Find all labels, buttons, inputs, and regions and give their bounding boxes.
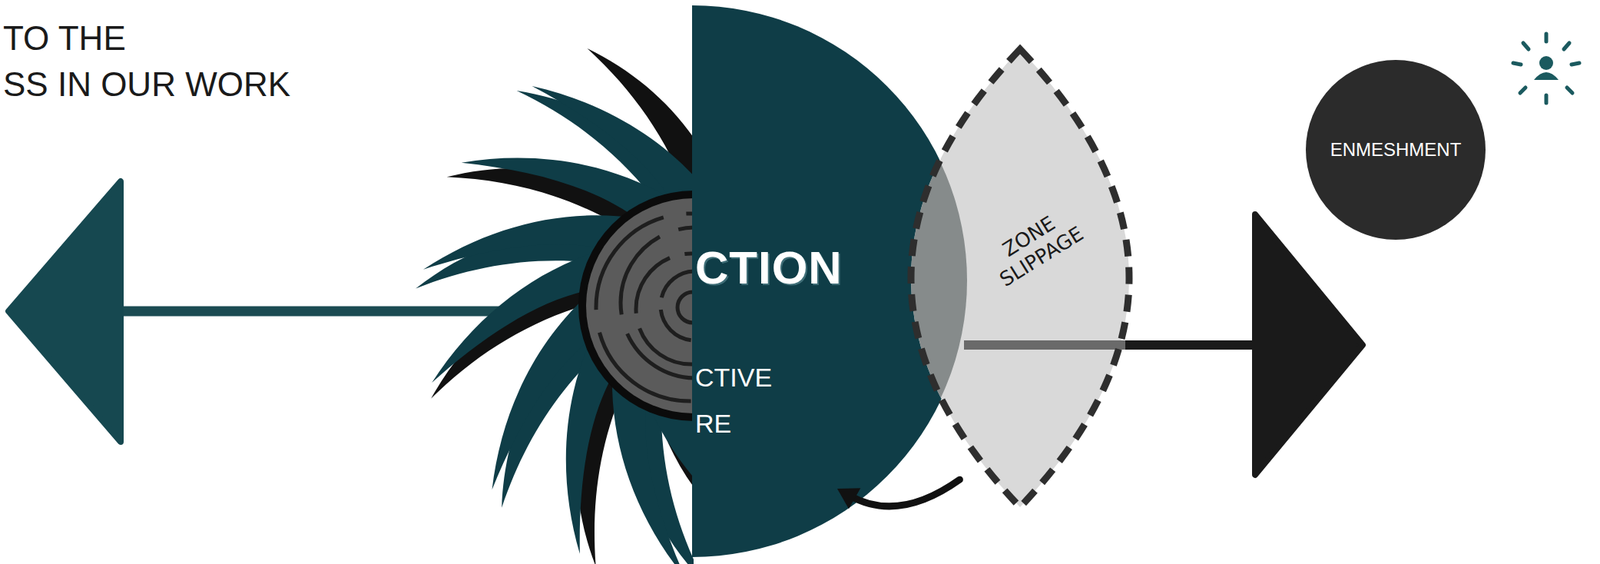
left-arrow-head bbox=[8, 181, 121, 442]
right-arrow-head bbox=[1255, 214, 1363, 475]
right-arrow-line bbox=[960, 340, 1268, 350]
dark-circle: ENMESHMENT bbox=[1305, 59, 1486, 240]
arrow-line bbox=[849, 479, 961, 507]
node-body: CTIVE RE bbox=[695, 354, 792, 447]
dashed-lens: ZONE SLIPPAGE bbox=[907, 46, 1133, 511]
swirl bbox=[415, 48, 694, 564]
heading-fragment: TO THE bbox=[3, 21, 126, 56]
node-heading: CTION bbox=[695, 245, 843, 292]
left-arrow-line bbox=[115, 306, 515, 317]
person-icon bbox=[1513, 33, 1580, 103]
arrow-head bbox=[837, 487, 861, 509]
curved-arrow bbox=[837, 479, 960, 509]
heading-fragment: SS IN OUR WORK bbox=[3, 67, 291, 102]
circle-label: ENMESHMENT bbox=[1330, 140, 1462, 160]
